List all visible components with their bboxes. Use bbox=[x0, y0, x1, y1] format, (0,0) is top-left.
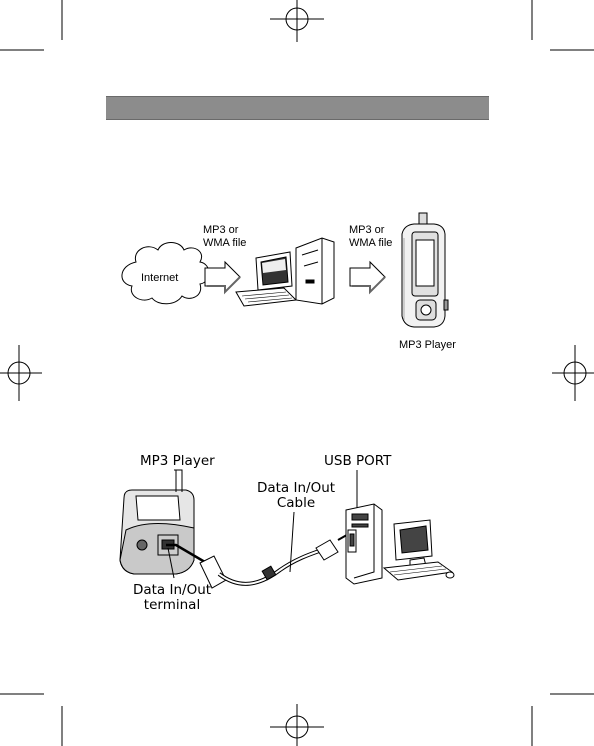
mp3-player-callout: MP3 Player bbox=[140, 453, 215, 469]
internet-label: Internet bbox=[141, 272, 179, 284]
file-label-1-line1: MP3 or bbox=[203, 224, 239, 236]
section-header-bar bbox=[106, 96, 489, 120]
mp3-player-icon bbox=[401, 212, 449, 328]
mp3-player-label: MP3 Player bbox=[399, 339, 456, 351]
terminal-callout-line1: Data In/Out bbox=[132, 582, 212, 598]
usb-port-callout: USB PORT bbox=[324, 453, 392, 469]
monitor-icon bbox=[382, 519, 455, 581]
pc-tower-icon bbox=[345, 503, 383, 585]
file-label-1-line2: WMA file bbox=[203, 237, 247, 249]
docked-player-icon bbox=[119, 469, 211, 575]
cloud-icon bbox=[121, 242, 210, 305]
cable-callout-line1: Data In/Out bbox=[256, 480, 336, 496]
file-label-2-line2: WMA file bbox=[349, 237, 393, 249]
desktop-computer-icon bbox=[235, 237, 335, 307]
usb-cable-icon bbox=[199, 531, 353, 589]
file-label-2-line1: MP3 or bbox=[349, 224, 385, 236]
terminal-callout-line2: terminal bbox=[143, 597, 201, 613]
cable-callout-line2: Cable bbox=[276, 495, 316, 511]
arrow-right-icon-1 bbox=[204, 260, 241, 295]
arrow-right-icon-2 bbox=[349, 260, 386, 295]
